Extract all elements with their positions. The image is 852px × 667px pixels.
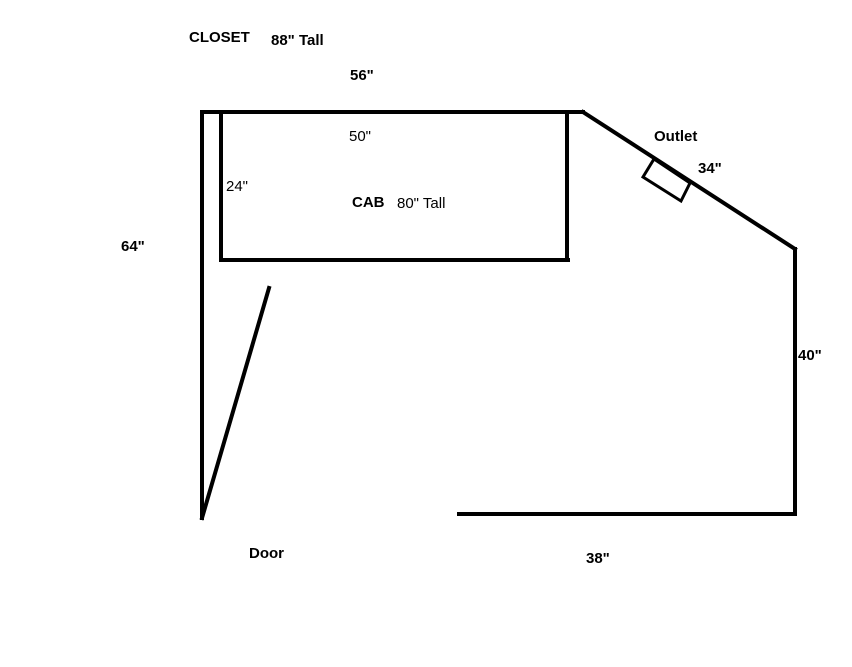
right-wall-label: 40"	[798, 347, 822, 364]
top-width-label: 56"	[350, 67, 374, 84]
diagonal-wall	[580, 109, 798, 252]
cab-depth-label: 24"	[226, 178, 248, 195]
cab-label: CAB	[352, 194, 385, 211]
closet-label: CLOSET	[189, 29, 250, 46]
outlet-label: Outlet	[654, 128, 697, 145]
diagonal-wall-label: 34"	[698, 160, 722, 177]
bottom-wall-label: 38"	[586, 550, 610, 567]
outlet-box	[640, 156, 692, 204]
door-label: Door	[249, 545, 284, 562]
door-swing	[199, 285, 272, 521]
left-wall-label: 64"	[121, 238, 145, 255]
closet-height-label: 88" Tall	[271, 32, 324, 49]
cab-height-label: 80" Tall	[397, 195, 445, 212]
cab-width-label: 50"	[349, 128, 371, 145]
